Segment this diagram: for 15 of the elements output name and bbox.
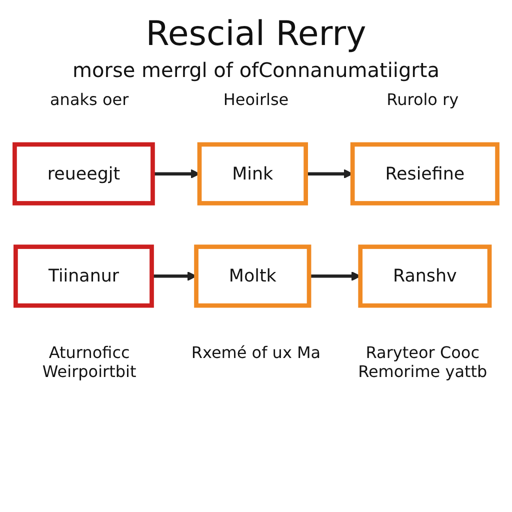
node-box: Resiefine bbox=[350, 142, 500, 206]
node-box: Moltk bbox=[194, 244, 312, 308]
column-note: Aturnoficc Weirpoirtbit bbox=[41, 343, 138, 381]
column-heading: anaks oer bbox=[49, 90, 130, 109]
column-heading: Heoirlse bbox=[222, 90, 290, 109]
node-box: Ranshv bbox=[358, 244, 492, 308]
node-box: reueegjt bbox=[12, 142, 155, 206]
subtitle: morse merrgl of ofConnanumatiigrta bbox=[72, 58, 440, 82]
arrow bbox=[306, 169, 353, 179]
node-box: Tiinanur bbox=[14, 244, 154, 308]
node-box: Mink bbox=[197, 142, 308, 206]
column-note: Rxemé of ux Ma bbox=[190, 343, 322, 364]
column-note: Raryteor Cooc Remorime yattb bbox=[357, 343, 488, 381]
title: Rescial Rerry bbox=[144, 14, 368, 54]
column-heading: Rurolo ry bbox=[386, 90, 460, 109]
